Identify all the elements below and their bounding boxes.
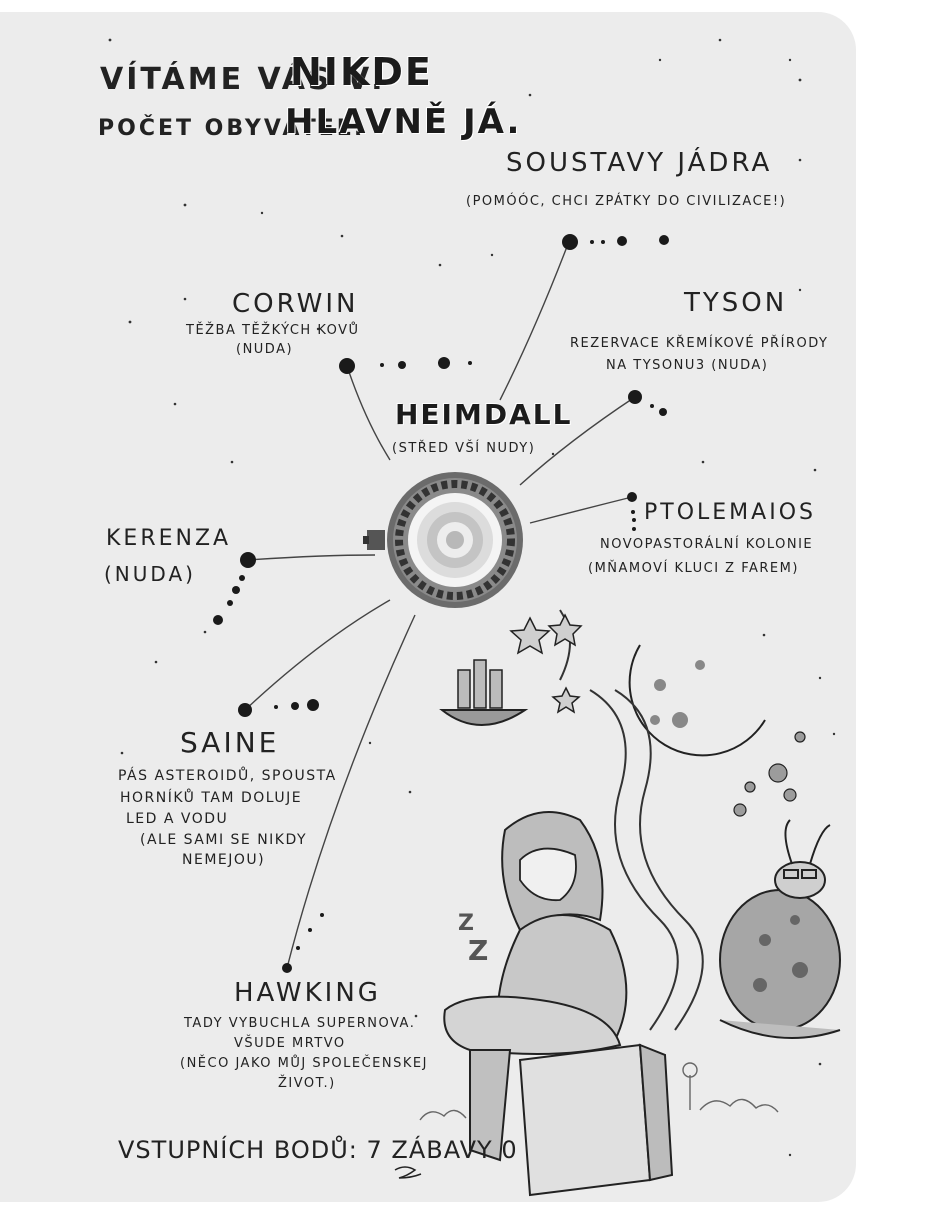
system-ptolemaios-note2: (MŇAMOVÍ KLUCI Z FAREM) [588, 561, 799, 576]
system-saine-note2: HORNÍKŮ TAM DOLUJE [120, 790, 302, 806]
planet-icon [627, 492, 637, 502]
svg-text:Z: Z [468, 934, 488, 967]
system-tyson-name: TYSON [684, 288, 787, 318]
system-hawking-note2: VŠUDE MRTVO [234, 1036, 346, 1051]
hub-note: (STŘED VŠÍ NUDY) [392, 441, 535, 456]
hub-name: HEIMDALL [395, 398, 572, 431]
planet-icon [238, 703, 252, 717]
svg-text:Z: Z [458, 911, 474, 936]
system-core-name: SOUSTAVY JÁDRA [506, 148, 772, 178]
welcome-place: NIKDE [290, 50, 433, 94]
population-value: HLAVNĚ JÁ. [285, 102, 521, 142]
system-corwin-note1: TĚŽBA TĚŽKÝCH KOVŮ [186, 323, 360, 338]
system-ptolemaios-name: PTOLEMAIOS [644, 500, 816, 525]
planet-icon [562, 234, 578, 250]
system-saine-note1: PÁS ASTEROIDŮ, SPOUSTA [118, 768, 337, 784]
system-hawking-note3: (NĚCO JAKO MŮJ SPOLEČENSKEJ [180, 1056, 428, 1071]
system-hawking-note1: TADY VYBUCHLA SUPERNOVA. [184, 1016, 415, 1031]
ship-icon [442, 660, 525, 725]
system-hawking-note4: ŽIVOT.) [278, 1076, 336, 1091]
system-saine-note4: (ALE SAMI SE NIKDY [140, 832, 307, 848]
system-tyson-note1: REZERVACE KŘEMÍKOVÉ PŘÍRODY [570, 336, 828, 351]
system-kerenza-name: KERENZA [106, 526, 231, 551]
station-icon [363, 472, 523, 608]
system-ptolemaios-note1: NOVOPASTORÁLNÍ KOLONIE [600, 537, 813, 552]
bubble-decoration [734, 732, 805, 816]
system-tyson-note2: NA TYSONU3 (NUDA) [606, 358, 768, 373]
system-core-note: (POMÓÓC, CHCI ZPÁTKY DO CIVILIZACE!) [466, 194, 786, 209]
planet-icon [628, 390, 642, 404]
snail-icon [720, 820, 840, 1038]
planet-icon [339, 358, 355, 374]
system-corwin-name: CORWIN [232, 289, 358, 319]
star-icon [511, 615, 581, 712]
system-saine-name: SAINE [180, 726, 279, 759]
system-saine-note3: LED A VODU [126, 811, 228, 827]
system-saine-note5: NEMEJOU) [182, 852, 265, 868]
system-kerenza-note: (NUDA) [104, 562, 196, 586]
planet-icon [282, 963, 292, 973]
planet-icon [240, 552, 256, 568]
system-corwin-note2: (NUDA) [236, 342, 293, 357]
footer-score: VSTUPNÍCH BODŮ: 7 ZÁBAVY 0 [118, 1136, 518, 1164]
system-hawking-name: HAWKING [234, 978, 381, 1008]
footer-underline [395, 1167, 421, 1178]
